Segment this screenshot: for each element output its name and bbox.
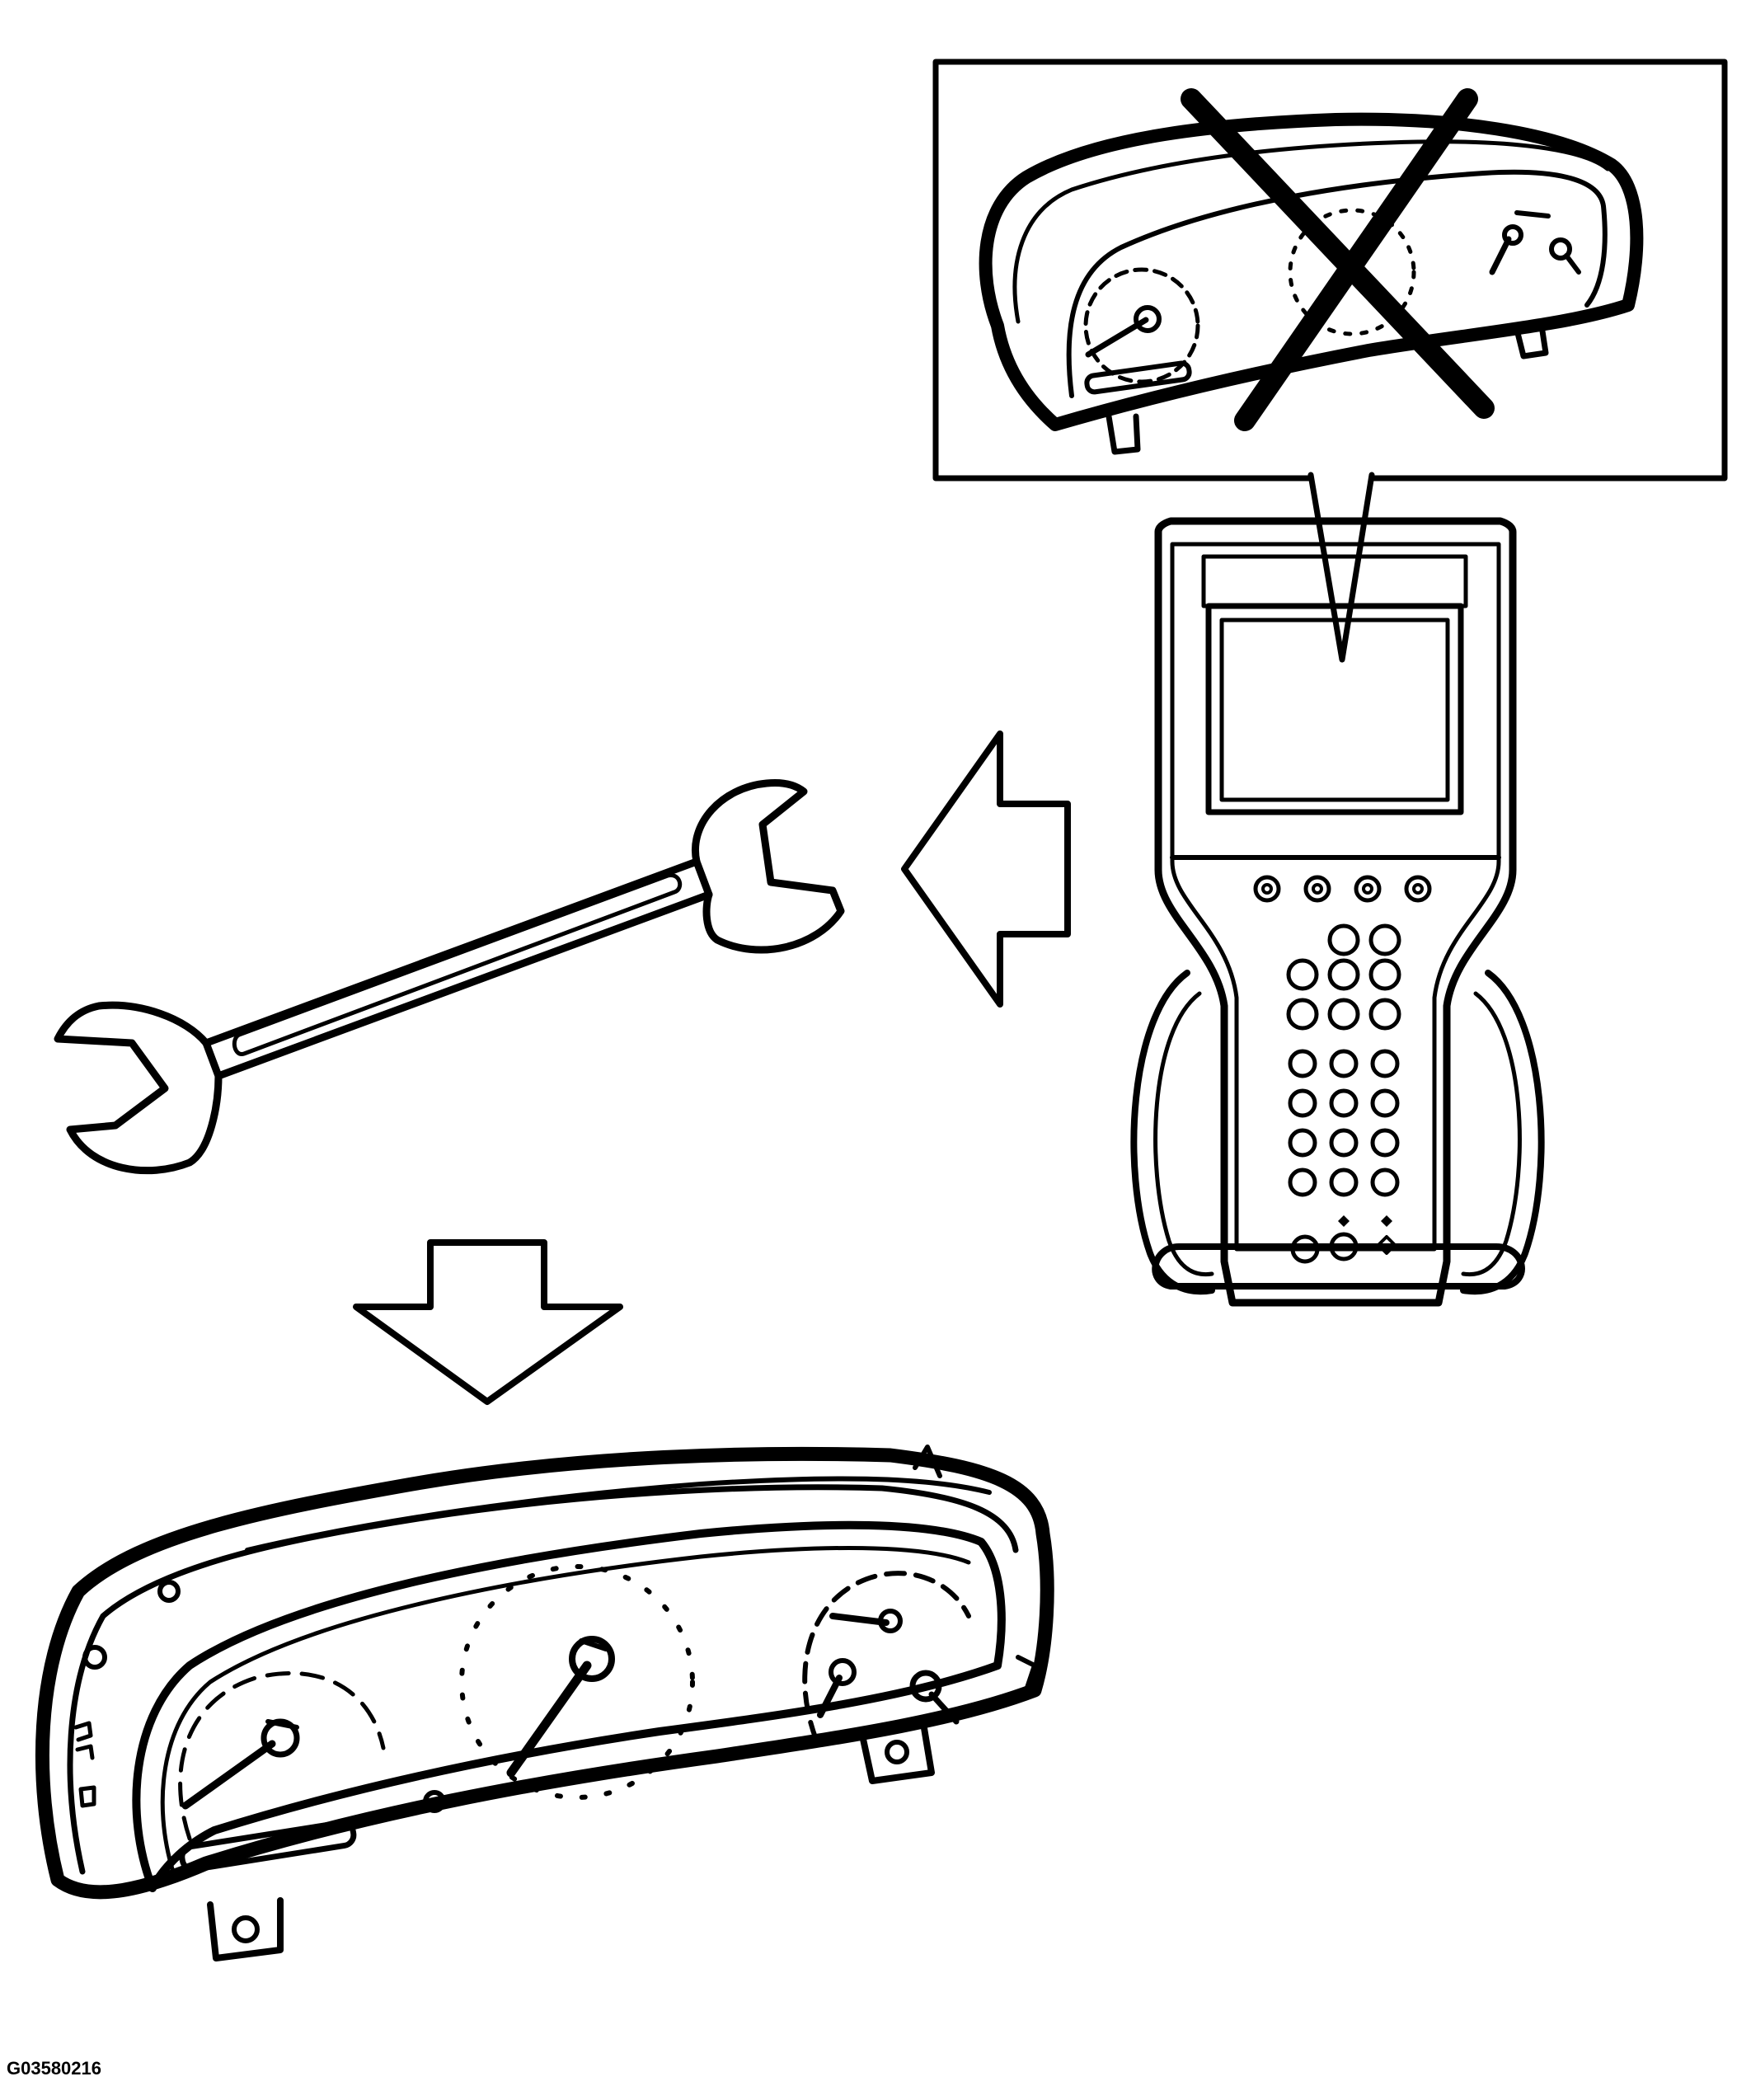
speedometer (459, 1564, 695, 1800)
left-arrow (901, 731, 1071, 1008)
scan-tool (1130, 517, 1545, 1307)
figure-code: G03580216 (7, 2058, 101, 2079)
callout-panel (932, 59, 1728, 663)
right-gauges (802, 1571, 971, 1742)
cluster-thumbnail (979, 88, 1644, 455)
cluster-side-marks (73, 1721, 96, 1808)
left-gauge (178, 1670, 446, 1872)
down-arrow (353, 1239, 623, 1405)
instrument-cluster (35, 1445, 1054, 1961)
open-end-wrench (54, 779, 845, 1175)
scan-tool-keypad (1286, 923, 1401, 1264)
scan-tool-function-keys (1253, 875, 1432, 903)
